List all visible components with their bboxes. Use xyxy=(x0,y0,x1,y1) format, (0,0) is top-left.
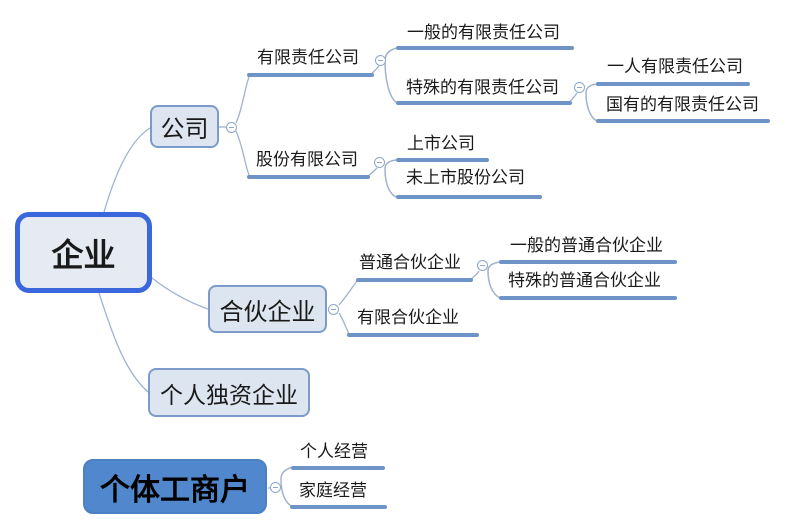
node-one-person-llc[interactable]: 一人有限责任公司 xyxy=(607,57,743,76)
node-state-owned-llc[interactable]: 国有的有限责任公司 xyxy=(606,95,759,114)
collapse-icon-partnership[interactable] xyxy=(328,304,339,315)
node-llc[interactable]: 有限责任公司 xyxy=(257,48,359,67)
node-family-operation[interactable]: 家庭经营 xyxy=(299,481,367,500)
collapse-icon-general-partnership[interactable] xyxy=(477,260,488,271)
node-ordinary-general-partnership[interactable]: 一般的普通合伙企业 xyxy=(510,236,663,255)
node-unlisted-joint-stock-company[interactable]: 未上市股份公司 xyxy=(406,168,525,187)
collapse-icon-llc[interactable] xyxy=(375,55,386,66)
collapse-icon-special-llc[interactable] xyxy=(574,82,585,93)
node-joint-stock-company[interactable]: 股份有限公司 xyxy=(256,150,358,169)
collapse-icon-joint-stock-company[interactable] xyxy=(374,157,385,168)
collapse-icon-company[interactable] xyxy=(226,122,237,133)
node-special-llc[interactable]: 特殊的有限责任公司 xyxy=(406,78,559,97)
node-listed-company[interactable]: 上市公司 xyxy=(407,134,475,153)
node-individual-operation[interactable]: 个人经营 xyxy=(300,442,368,461)
node-general-llc[interactable]: 一般的有限责任公司 xyxy=(407,23,560,42)
node-partnership[interactable]: 合伙企业 xyxy=(208,285,327,333)
node-company[interactable]: 公司 xyxy=(150,105,219,148)
node-sole-proprietorship[interactable]: 个人独资企业 xyxy=(148,368,310,417)
node-limited-partnership[interactable]: 有限合伙企业 xyxy=(357,308,459,327)
root-node-individual-business[interactable]: 个体工商户 xyxy=(83,459,267,514)
node-special-general-partnership[interactable]: 特殊的普通合伙企业 xyxy=(508,271,661,290)
collapse-icon-individual-business[interactable] xyxy=(270,482,281,493)
root-node-enterprise[interactable]: 企业 xyxy=(15,212,152,293)
node-general-partnership[interactable]: 普通合伙企业 xyxy=(359,253,461,272)
